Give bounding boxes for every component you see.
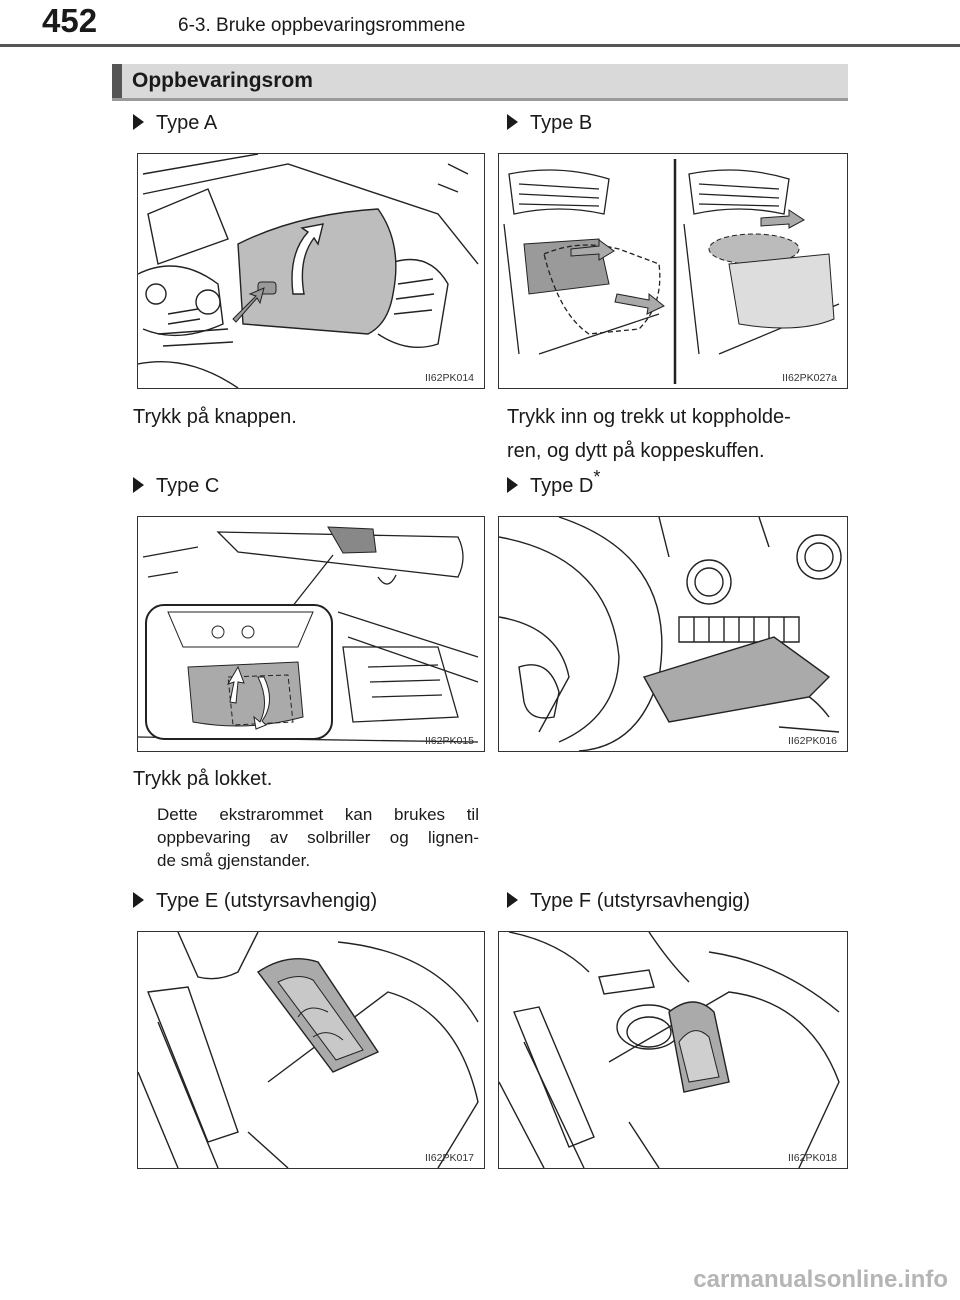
type-f-label: Type F (utstyrsavhengig)	[507, 890, 750, 913]
note-type-c: Dette ekstrarommet kan brukes til oppbev…	[157, 805, 479, 870]
section-title: Oppbevaringsrom	[132, 69, 313, 92]
caption-type-c: Trykk på lokket.	[133, 768, 273, 790]
illustration-type-e: II62PK017	[137, 931, 485, 1169]
glovebox-illustration-icon	[138, 154, 479, 388]
image-code: II62PK015	[424, 735, 474, 747]
image-code: II62PK014	[424, 372, 474, 384]
bullet-triangle-icon	[133, 477, 144, 493]
type-c-label: Type C	[133, 475, 219, 498]
image-code: II62PK017	[424, 1152, 474, 1164]
illustration-type-d: II62PK016	[498, 516, 848, 752]
illustration-type-f: II62PK018	[498, 931, 848, 1169]
image-code: II62PK027a	[782, 372, 837, 384]
type-d-label: Type D*	[507, 467, 600, 498]
type-b-label: Type B	[507, 112, 592, 135]
image-code: II62PK018	[787, 1152, 837, 1164]
type-a-label: Type A	[133, 112, 217, 135]
bullet-triangle-icon	[507, 114, 518, 130]
illustration-type-c: II62PK015	[137, 516, 485, 752]
bullet-triangle-icon	[133, 114, 144, 130]
console-box-illustration-icon	[138, 932, 479, 1168]
bullet-triangle-icon	[507, 477, 518, 493]
section-marker	[112, 64, 122, 98]
header-rule	[0, 44, 960, 47]
cupholder-console-illustration-icon	[499, 932, 840, 1168]
type-e-label: Type E (utstyrsavhengig)	[133, 890, 377, 913]
image-code: II62PK016	[787, 735, 837, 747]
watermark: carmanualsonline.info	[693, 1266, 948, 1293]
overhead-console-illustration-icon	[138, 526, 479, 743]
optional-asterisk: *	[593, 467, 601, 487]
chapter-title: 6-3. Bruke oppbevaringsrommene	[178, 15, 466, 36]
caption-type-a: Trykk på knappen.	[133, 406, 297, 428]
page-number: 452	[42, 2, 98, 39]
section-header: Oppbevaringsrom	[112, 64, 848, 101]
illustration-type-a: II62PK014	[137, 153, 485, 389]
lower-tray-illustration-icon	[499, 517, 842, 751]
bullet-triangle-icon	[507, 892, 518, 908]
bullet-triangle-icon	[133, 892, 144, 908]
caption-type-b: Trykk inn og trekk ut koppholde- ren, og…	[507, 406, 791, 462]
cupholder-illustration-icon	[503, 159, 840, 384]
illustration-type-b: II62PK027a	[498, 153, 848, 389]
